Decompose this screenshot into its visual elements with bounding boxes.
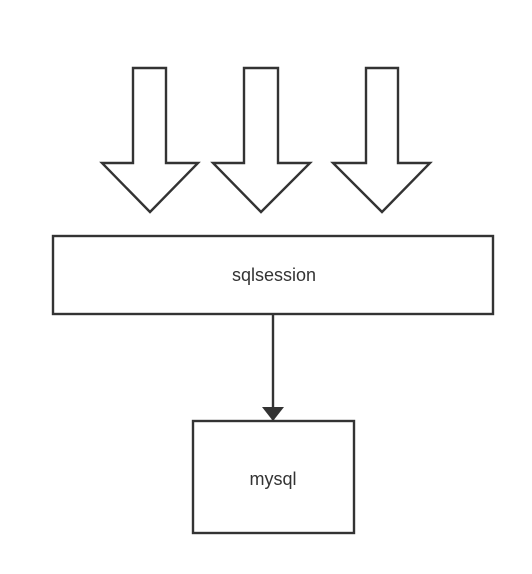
down-arrow-icon: [330, 66, 433, 214]
sqlsession-label: sqlsession: [232, 265, 316, 285]
mysql-node: mysql: [191, 419, 356, 535]
sqlsession-box: [51, 234, 495, 316]
down-arrow-icon: [99, 66, 201, 214]
mysql-box: [191, 419, 356, 535]
incoming-arrows: [99, 66, 433, 214]
sqlsession-node: sqlsession: [51, 234, 495, 316]
down-arrow-icon: [210, 66, 313, 214]
mysql-label: mysql: [249, 469, 296, 489]
